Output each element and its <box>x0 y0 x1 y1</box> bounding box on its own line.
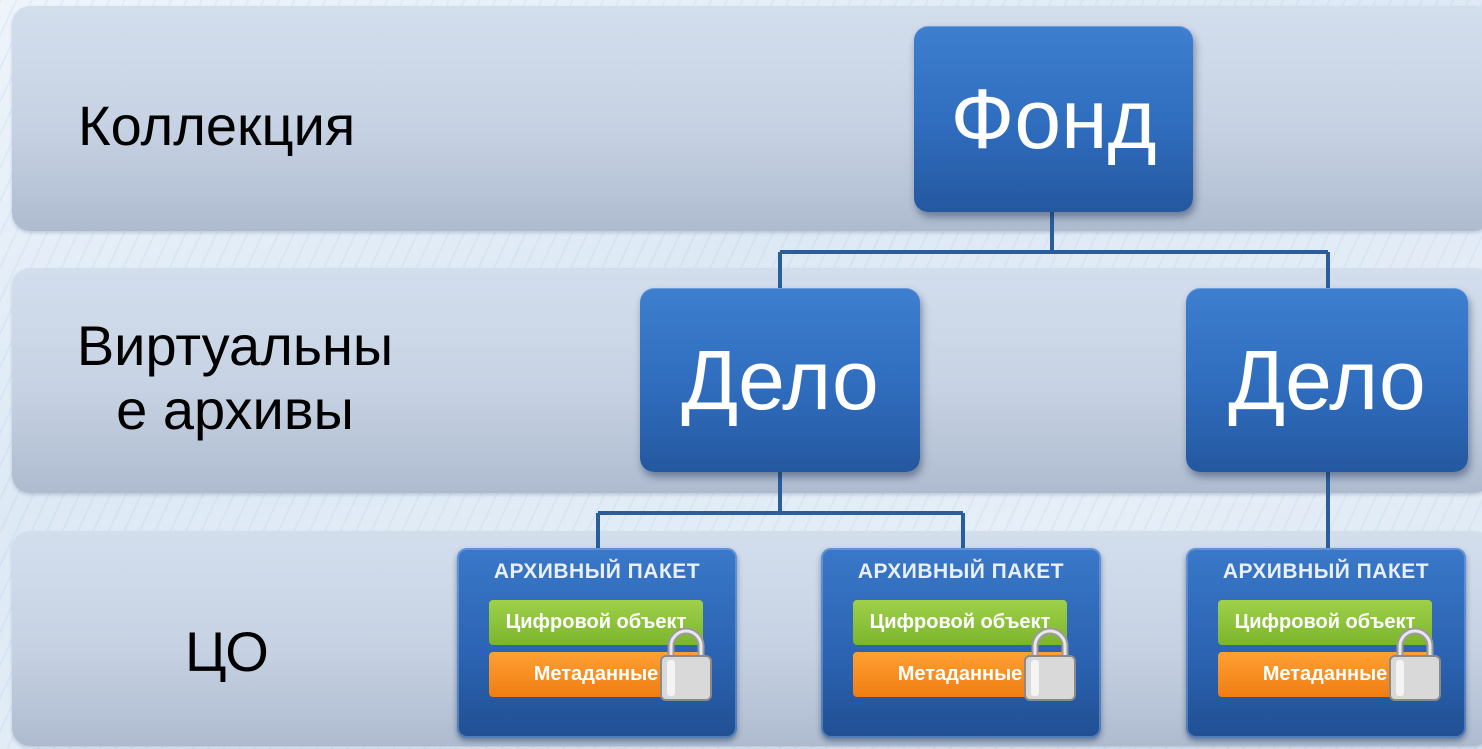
fond-node-label: Фонд <box>950 72 1157 166</box>
archive-package-title: АРХИВНЫЙ ПАКЕТ <box>493 560 701 583</box>
archive-package-2: АРХИВНЫЙ ПАКЕТ Цифровой объект Метаданны… <box>821 548 1101 738</box>
collection-level-label: Коллекция <box>78 94 356 157</box>
virtual-archives-level-label: Виртуальны е архивы <box>40 314 430 442</box>
lock-icon <box>1024 627 1076 701</box>
lock-icon <box>1389 627 1441 701</box>
delo-node-left-label: Дело <box>681 333 879 427</box>
archive-package-3: АРХИВНЫЙ ПАКЕТ Цифровой объект Метаданны… <box>1186 548 1466 738</box>
digital-object-block: Цифровой объект <box>853 600 1067 645</box>
delo-node-right: Дело <box>1186 288 1468 472</box>
collection-level-band <box>12 6 1482 231</box>
virtual-archives-label-line1: Виртуальны <box>76 314 394 377</box>
delo-node-left: Дело <box>640 288 920 472</box>
archive-package-title: АРХИВНЫЙ ПАКЕТ <box>1222 560 1430 583</box>
archive-package-title: АРХИВНЫЙ ПАКЕТ <box>857 560 1065 583</box>
digital-objects-level-label: ЦО <box>185 620 269 683</box>
archive-package-1: АРХИВНЫЙ ПАКЕТ Цифровой объект Метаданны… <box>457 548 737 738</box>
fond-node: Фонд <box>914 26 1193 212</box>
delo-node-right-label: Дело <box>1228 333 1426 427</box>
digital-object-block: Цифровой объект <box>1218 600 1432 645</box>
lock-icon <box>660 627 712 701</box>
virtual-archives-label-line2: е архивы <box>116 378 354 441</box>
digital-object-block: Цифровой объект <box>489 600 703 645</box>
